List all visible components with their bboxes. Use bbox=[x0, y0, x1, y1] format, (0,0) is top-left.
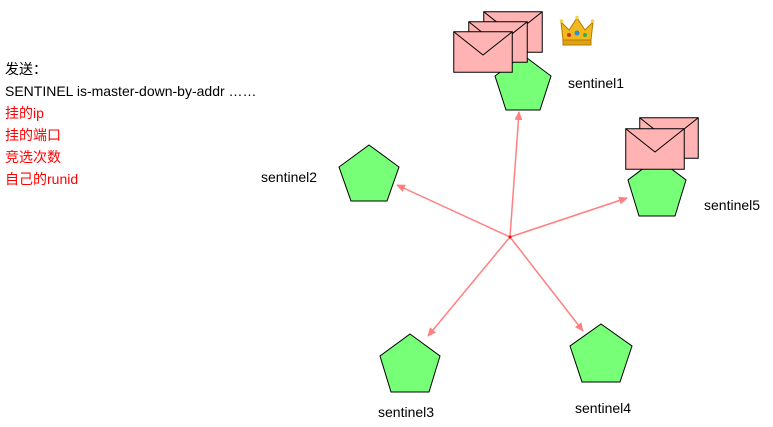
note-param: 挂的ip bbox=[5, 105, 44, 121]
arrow-to-sentinel4 bbox=[509, 236, 584, 332]
note-command: SENTINEL is-master-down-by-addr …… bbox=[5, 83, 257, 99]
sentinel4-node[interactable] bbox=[569, 323, 633, 383]
sentinel-nodes bbox=[338, 54, 687, 393]
arrow-to-sentinel5 bbox=[509, 196, 628, 238]
note-param: 自己的runid bbox=[5, 171, 79, 187]
sentinel5-messages bbox=[625, 117, 699, 170]
sentinel2-node[interactable] bbox=[338, 144, 400, 202]
sentinel4-label: sentinel4 bbox=[575, 400, 632, 416]
sentinel5-node[interactable] bbox=[627, 157, 687, 217]
sentinel3-node[interactable] bbox=[379, 333, 441, 393]
arrow-to-sentinel2 bbox=[396, 184, 511, 238]
note-param: 竞选次数 bbox=[5, 149, 61, 165]
envelope-icon bbox=[453, 31, 513, 73]
message-note: 发送： SENTINEL is-master-down-by-addr …… 挂… bbox=[5, 58, 257, 190]
sentinel1-label: sentinel1 bbox=[568, 75, 625, 91]
sentinel5-label: sentinel5 bbox=[704, 197, 761, 213]
arrow-to-sentinel1 bbox=[509, 111, 523, 238]
arrow-to-sentinel3 bbox=[427, 236, 511, 337]
envelope-icon bbox=[625, 128, 685, 170]
hub-point bbox=[508, 235, 512, 239]
sentinel2-label: sentinel2 bbox=[261, 169, 318, 185]
note-param: 挂的端口 bbox=[5, 127, 61, 143]
arrows bbox=[396, 111, 628, 337]
sentinel3-label: sentinel3 bbox=[378, 404, 435, 420]
crown-icon bbox=[559, 15, 595, 46]
note-heading: 发送： bbox=[5, 61, 47, 77]
